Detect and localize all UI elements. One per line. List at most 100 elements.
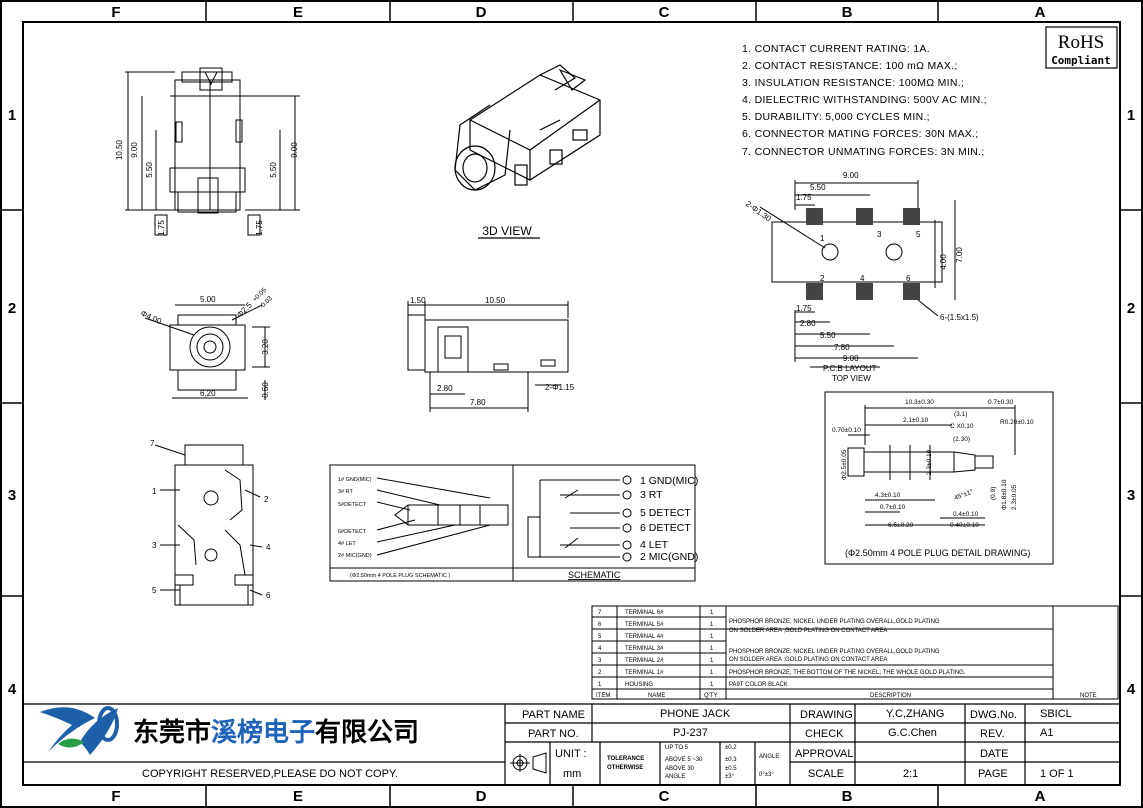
- rohs-title: RoHS: [1058, 32, 1104, 53]
- scale-label: SCALE: [808, 768, 844, 780]
- plug-schematic-caption: (Φ2.50mm 4 POLE PLUG SCHEMATIC ): [350, 573, 450, 579]
- angle-range: 0°±3°: [759, 772, 774, 778]
- bom-qty: 1: [710, 670, 714, 676]
- bom-item: 2: [598, 670, 602, 676]
- projection-icon: [510, 752, 547, 774]
- rohs-subtitle: Compliant: [1051, 54, 1111, 67]
- bom-header-name: NAME: [648, 693, 665, 699]
- dwg-no-label: DWG.No.: [970, 709, 1017, 721]
- bom-header-note: NOTE: [1080, 693, 1097, 699]
- top-view: [407, 301, 569, 412]
- plug-dim-0-70: 0.70±0.10: [832, 427, 861, 434]
- bom-name: TERMINAL 4#: [625, 634, 664, 640]
- bom-desc: PHOSPHOR BRONZE; NICKEL UNDER PLATING OV…: [729, 619, 940, 625]
- spec-item: 2. CONTACT RESISTANCE: 100 mΩ MAX.;: [742, 60, 958, 72]
- zone-row-4: 4: [8, 681, 17, 698]
- end-dim-3-20: 3.20: [261, 339, 270, 355]
- plug-label-2: 2# MIC(GND): [338, 553, 372, 559]
- spec-item: 7. CONNECTOR UNMATING FORCES: 3N MIN.;: [742, 146, 985, 158]
- dim-10-50: 10.50: [115, 139, 124, 160]
- pcb-dim-5-50-top: 5.50: [810, 183, 826, 192]
- company-name: 东莞市溪榜电子有限公司: [133, 717, 419, 748]
- dim-5-50-right: 5.50: [269, 162, 278, 178]
- pcb-dim-1-75-top: 1.75: [796, 193, 812, 202]
- pad-4: 4: [860, 274, 865, 283]
- zone-col-a: A: [1035, 4, 1046, 21]
- pcb-dim-7-80: 7.80: [834, 343, 850, 352]
- pcb-dim-7-00: 7.00: [955, 247, 964, 263]
- bom-header-item: ITEM: [596, 693, 610, 699]
- plug-detail-box: [824, 391, 1054, 565]
- plug-label-4: 4# LET: [338, 541, 356, 547]
- bom-item: 6: [598, 622, 602, 628]
- dim-9-00-right: 9.00: [290, 142, 299, 158]
- bom-name: TERMINAL 1#: [625, 670, 664, 676]
- plug-dim-10-3: 10.3±0.30: [905, 399, 934, 406]
- pcb-dim-4-00: 4.00: [939, 254, 948, 270]
- tol-value: ±0.5: [725, 766, 737, 772]
- zone-row-2-right: 2: [1127, 300, 1135, 317]
- check-by: G.C.Chen: [888, 727, 937, 739]
- company-logo-icon: [40, 706, 119, 755]
- zone-col-b-bottom: B: [842, 788, 853, 805]
- bom-qty: 1: [710, 610, 714, 616]
- plug-dim-0-9: (0.9): [990, 487, 997, 500]
- bom-desc: PA9T COLOR BLACK: [729, 682, 788, 688]
- pcb-pads: [806, 208, 920, 300]
- spec-item: 1. CONTACT CURRENT RATING: 1A.: [742, 43, 930, 55]
- schem-label-2: 2 MIC(GND): [640, 551, 698, 563]
- unit: mm: [563, 768, 581, 780]
- end-view: [144, 304, 270, 400]
- page-label: PAGE: [978, 768, 1008, 780]
- spec-item: 3. INSULATION RESISTANCE: 100MΩ MIN.;: [742, 77, 964, 89]
- bom-item: 1: [598, 682, 602, 688]
- unit-label: UNIT :: [555, 748, 587, 760]
- spec-item: 4. DIELECTRIC WITHSTANDING: 500V AC MIN.…: [742, 94, 987, 106]
- title-block: [23, 703, 1120, 785]
- pcb-title: P.C.B LAYOUT: [823, 364, 877, 373]
- spec-list: 1. CONTACT CURRENT RATING: 1A. 2. CONTAC…: [742, 43, 987, 158]
- pad-5: 5: [916, 230, 921, 239]
- bom-item: 7: [598, 610, 602, 616]
- zone-col-d: D: [476, 4, 487, 21]
- callout-7: 7: [150, 439, 155, 448]
- angle-label-small: ANGLE: [665, 774, 685, 780]
- plug-label-5: 5#DETECT: [338, 502, 367, 508]
- bom-table: [591, 605, 1119, 700]
- pcb-layout: [759, 180, 956, 368]
- zone-row-4-right: 4: [1127, 681, 1136, 698]
- schem-label-5: 5 DETECT: [640, 507, 691, 519]
- part-name-label: PART NAME: [522, 709, 585, 721]
- dim-1-75-right: 1.75: [255, 220, 264, 236]
- plug-dim-0-7: 0.7±0.30: [988, 399, 1014, 406]
- pcb-dim-9-00-bottom: 9.00: [843, 354, 859, 363]
- bom-item: 3: [598, 658, 602, 664]
- iso-3d-view: [454, 64, 601, 239]
- view-3d-label: 3D VIEW: [482, 224, 532, 238]
- schem-label-6: 6 DETECT: [640, 522, 691, 534]
- tol-range: ABOVE 5 ~30: [665, 757, 703, 763]
- part-no: PJ-237: [673, 727, 708, 739]
- top-hole-dim: 2-Φ1.15: [545, 383, 575, 392]
- part-no-label: PART NO.: [528, 728, 579, 740]
- bom-desc: PHOSPHOR BRONZE; NICKEL UNDER PLATING OV…: [729, 649, 940, 655]
- schem-label-3: 3 RT: [640, 489, 663, 501]
- bom-name: TERMINAL 5#: [625, 622, 664, 628]
- rev-label: REV.: [980, 728, 1005, 740]
- zone-col-d-bottom: D: [476, 788, 487, 805]
- scale: 2:1: [903, 768, 918, 780]
- callout-5: 5: [152, 586, 157, 595]
- company-name-part2: 溪榜电子: [211, 717, 315, 748]
- dim-1-75-left: 1.75: [157, 220, 166, 236]
- pcb-subtitle: TOP VIEW: [832, 374, 871, 383]
- plug-dim-phi-1-8: Φ1.8±0.10: [1001, 479, 1008, 510]
- bom-qty: 1: [710, 658, 714, 664]
- pcb-dim-5-50-bottom: 5.50: [820, 331, 836, 340]
- top-dim-1-50: 1.50: [410, 296, 426, 305]
- plug-schematic-box: [329, 464, 696, 582]
- plug-label-1: 1# GND(MIC): [338, 477, 372, 483]
- plug-label-3: 3# RT: [338, 489, 354, 495]
- bom-header-qty: Q'TY: [704, 693, 717, 699]
- plug-dim-4-3: 4.3±0.10: [875, 492, 901, 499]
